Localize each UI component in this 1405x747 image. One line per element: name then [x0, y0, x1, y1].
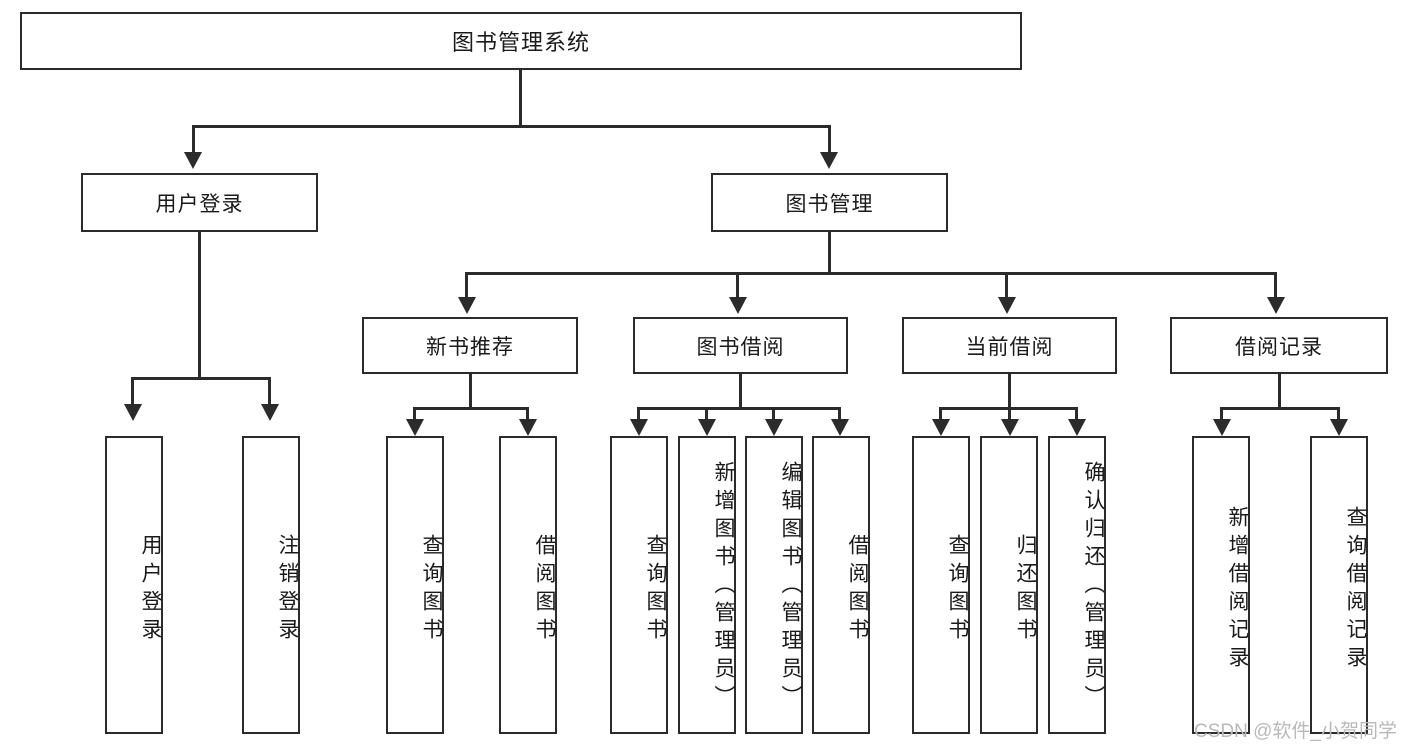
- node-leaf-query-book-3[interactable]: 查询图书: [912, 436, 970, 734]
- connector-root-bus: [192, 125, 831, 128]
- connector-user-login-drop-2: [268, 377, 271, 407]
- node-label: 查询图书: [946, 534, 969, 646]
- connector-borrow-record-bus: [1220, 407, 1340, 410]
- connector-bb-drop-4: [838, 407, 841, 423]
- node-new-book-recommend[interactable]: 新书推荐: [362, 317, 578, 374]
- arrowhead-leaf-query-book-2: [630, 419, 648, 436]
- node-leaf-query-book-1[interactable]: 查询图书: [386, 436, 444, 734]
- node-label: 查询图书: [644, 534, 667, 646]
- node-label: 借阅图书: [533, 534, 556, 646]
- node-current-borrow[interactable]: 当前借阅: [902, 317, 1117, 374]
- connector-cb-drop-3: [1075, 407, 1078, 423]
- connector-to-new-book-recommend: [465, 272, 468, 300]
- arrowhead-current-borrow: [998, 297, 1016, 314]
- node-leaf-edit-book[interactable]: 编辑图书（管理员）: [745, 436, 803, 734]
- connector-book-management-stem: [828, 232, 831, 275]
- connector-new-book-recommend-stem: [469, 374, 472, 410]
- node-book-management[interactable]: 图书管理: [711, 173, 948, 232]
- connector-to-borrow-record: [1274, 272, 1277, 300]
- node-label: 图书管理系统: [451, 30, 590, 55]
- connector-br-drop-1: [1220, 407, 1223, 423]
- connector-br-drop-2: [1337, 407, 1340, 423]
- connector-cb-drop-1: [939, 407, 942, 423]
- node-leaf-borrow-book-1[interactable]: 借阅图书: [499, 436, 557, 734]
- node-label: 确认归还（管理员）: [1082, 461, 1105, 713]
- connector-book-borrow-stem: [739, 374, 742, 410]
- arrowhead-leaf-edit-book: [765, 419, 783, 436]
- arrowhead-leaf-logout-login: [261, 404, 279, 421]
- arrowhead-borrow-record: [1267, 297, 1285, 314]
- node-leaf-return-book[interactable]: 归还图书: [980, 436, 1038, 734]
- node-label: 注销登录: [276, 534, 299, 646]
- node-label: 借阅图书: [846, 534, 869, 646]
- node-label: 图书借阅: [696, 335, 785, 359]
- node-root-system[interactable]: 图书管理系统: [20, 12, 1022, 70]
- node-leaf-add-record[interactable]: 新增借阅记录: [1192, 436, 1250, 734]
- arrowhead-user-login: [184, 152, 202, 169]
- connector-new-book-recommend-bus: [413, 407, 529, 410]
- arrowhead-leaf-query-record: [1330, 419, 1348, 436]
- connector-to-current-borrow: [1005, 272, 1008, 300]
- connector-user-login-bus: [131, 377, 270, 380]
- node-borrow-record[interactable]: 借阅记录: [1170, 317, 1388, 374]
- arrowhead-leaf-return-book: [1001, 419, 1019, 436]
- node-leaf-user-login[interactable]: 用户登录: [105, 436, 163, 734]
- connector-borrow-record-stem: [1278, 374, 1281, 410]
- arrowhead-leaf-query-book-1: [406, 419, 424, 436]
- node-leaf-add-book[interactable]: 新增图书（管理员）: [678, 436, 736, 734]
- arrowhead-new-book-recommend: [458, 297, 476, 314]
- arrowhead-leaf-borrow-book-1: [519, 419, 537, 436]
- connector-user-login-drop-1: [131, 377, 134, 407]
- connector-current-borrow-stem: [1008, 374, 1011, 410]
- node-label: 归还图书: [1014, 534, 1037, 646]
- node-label: 当前借阅: [965, 335, 1054, 359]
- node-leaf-query-record[interactable]: 查询借阅记录: [1310, 436, 1368, 734]
- connector-to-book-borrow: [736, 272, 739, 300]
- arrowhead-book-management: [820, 152, 838, 169]
- node-label: 新书推荐: [426, 335, 514, 359]
- arrowhead-leaf-add-book: [698, 419, 716, 436]
- arrowhead-leaf-add-record: [1213, 419, 1231, 436]
- connector-root-to-book-management: [828, 125, 831, 155]
- node-leaf-confirm-return[interactable]: 确认归还（管理员）: [1048, 436, 1106, 734]
- connector-level3-bus: [465, 272, 1277, 275]
- node-book-borrow[interactable]: 图书借阅: [633, 317, 848, 374]
- connector-nbr-drop-1: [413, 407, 416, 423]
- node-leaf-logout-login[interactable]: 注销登录: [242, 436, 300, 734]
- node-label: 编辑图书（管理员）: [779, 461, 802, 713]
- connector-cb-drop-2: [1008, 407, 1011, 423]
- node-label: 图书管理: [785, 192, 874, 216]
- node-label: 新增图书（管理员）: [712, 461, 735, 713]
- node-label: 查询图书: [420, 534, 443, 646]
- arrowhead-leaf-borrow-book-2: [831, 419, 849, 436]
- arrowhead-leaf-confirm-return: [1068, 419, 1086, 436]
- node-user-login[interactable]: 用户登录: [81, 173, 318, 232]
- node-label: 用户登录: [139, 534, 162, 646]
- node-leaf-query-book-2[interactable]: 查询图书: [610, 436, 668, 734]
- connector-bb-drop-2: [705, 407, 708, 423]
- connector-bb-drop-3: [772, 407, 775, 423]
- connector-user-login-stem: [198, 232, 201, 380]
- arrowhead-book-borrow: [729, 297, 747, 314]
- node-label: 借阅记录: [1235, 335, 1323, 359]
- node-label: 用户登录: [155, 192, 244, 216]
- node-label: 新增借阅记录: [1226, 506, 1249, 674]
- connector-book-borrow-bus: [637, 407, 841, 410]
- connector-root-to-user-login: [192, 125, 195, 155]
- arrowhead-leaf-query-book-3: [932, 419, 950, 436]
- arrowhead-leaf-user-login: [124, 404, 142, 421]
- connector-nbr-drop-2: [526, 407, 529, 423]
- node-label: 查询借阅记录: [1344, 506, 1367, 674]
- connector-root-stem: [519, 70, 522, 126]
- connector-bb-drop-1: [637, 407, 640, 423]
- node-leaf-borrow-book-2[interactable]: 借阅图书: [812, 436, 870, 734]
